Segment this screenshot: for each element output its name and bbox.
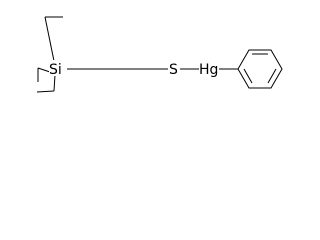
mercury-label: Hg [199,62,218,78]
phenyl-ring [237,49,283,89]
silicon-label: Si [49,62,62,78]
bond-ethyl3-terminal [36,90,55,93]
bond-ethyl3-si [53,74,56,92]
si-label-mask [49,60,67,76]
s-label-mask [168,61,180,75]
bond-ethyl2-si [37,67,51,73]
bond-ethyl1-si [44,16,55,62]
hg-label-mask [199,61,219,77]
chemical-structure-diagram: Si S Hg [36,16,283,93]
sulfur-label: S [169,62,178,78]
